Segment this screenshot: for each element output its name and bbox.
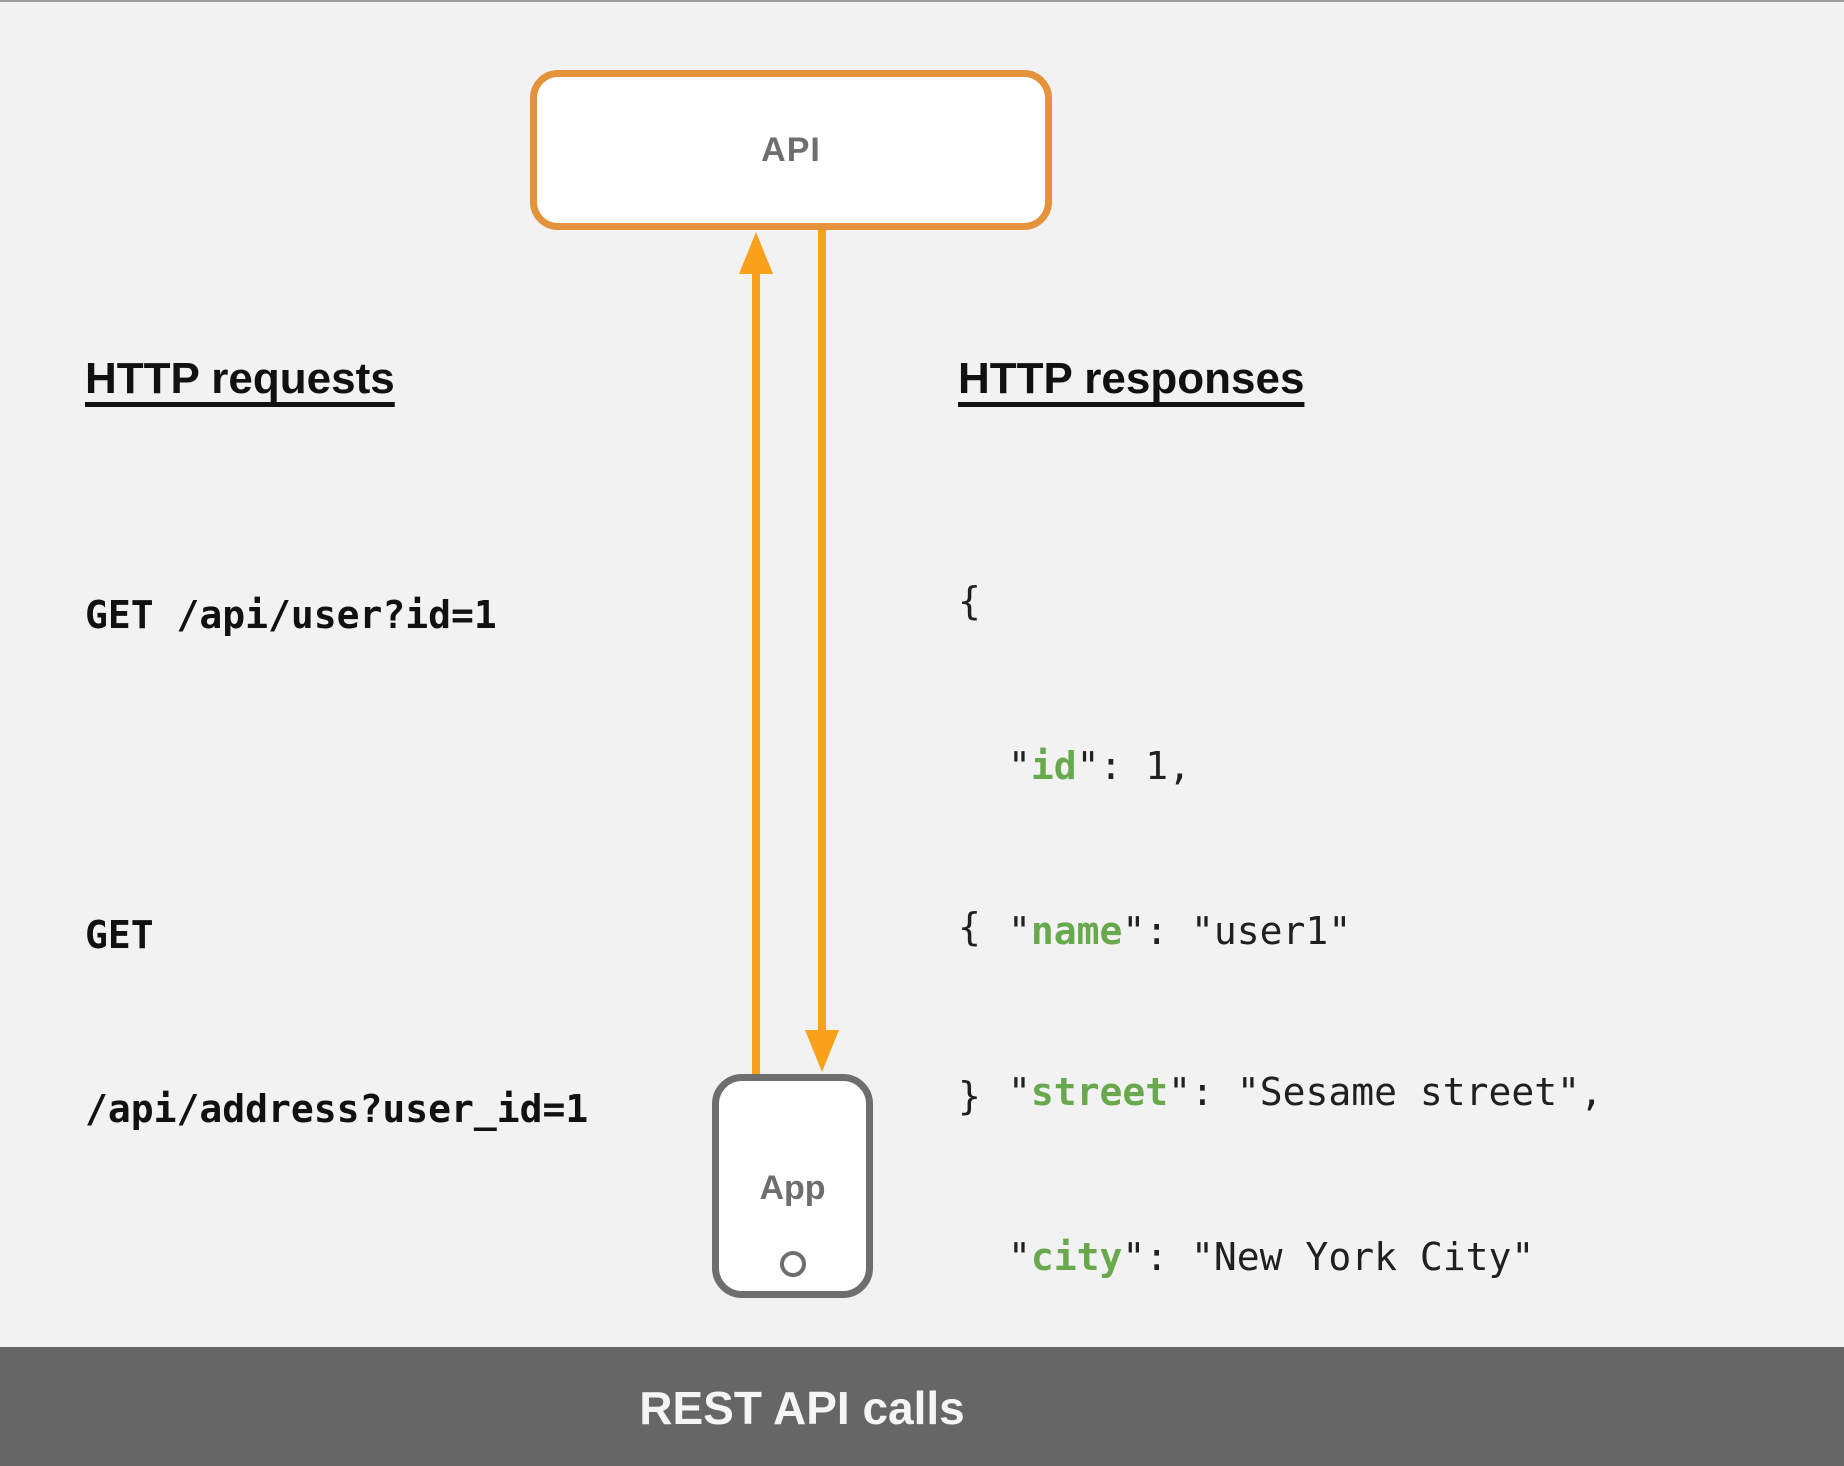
request-line: GET /api/user?id=1 [85, 593, 497, 637]
json-open-brace: { [958, 579, 981, 623]
json-row: "city": "New York City" [958, 1230, 1603, 1285]
json-row: "id": 1, [958, 739, 1351, 794]
request-arrow-line [752, 266, 760, 1074]
response-json-address: { "street": "Sesame street", "city": "Ne… [958, 790, 1603, 1466]
json-punct: ": [1122, 909, 1192, 953]
request-get-address: GET /api/address?user_id=1 [85, 790, 588, 1254]
json-row: "street": "Sesame street", [958, 1065, 1603, 1120]
json-value: "New York City" [1191, 1235, 1535, 1279]
json-punct: " [1008, 744, 1031, 788]
json-punct: " [1008, 1235, 1031, 1279]
http-requests-heading: HTTP requests [85, 354, 395, 403]
json-key: street [1030, 1070, 1169, 1114]
bottom-title-bar: REST API calls [0, 1347, 1844, 1466]
request-line: /api/address?user_id=1 [85, 1087, 589, 1131]
response-arrow-line [818, 230, 826, 1032]
json-key: id [1030, 744, 1077, 788]
json-punct: ": [1168, 1070, 1237, 1114]
json-punct: ": [1122, 1235, 1192, 1279]
json-punct: " [1008, 909, 1031, 953]
api-node: API [530, 70, 1052, 230]
response-arrowhead-icon [805, 1030, 839, 1072]
response-json-user: { "id": 1, "name": "user1" } [958, 464, 1351, 1234]
json-key: city [1030, 1235, 1123, 1279]
app-node: App [712, 1074, 873, 1298]
json-value: "Sesame street", [1236, 1070, 1603, 1114]
json-open-brace: { [958, 905, 981, 949]
diagram-title: REST API calls [639, 1381, 965, 1434]
json-value: "user1" [1191, 909, 1352, 953]
request-line: GET [85, 913, 154, 957]
api-node-label: API [761, 130, 821, 169]
request-get-user: GET /api/user?id=1 [85, 470, 497, 760]
http-responses-heading: HTTP responses [958, 354, 1305, 403]
json-row: "name": "user1" [958, 904, 1351, 959]
phone-home-button-icon [779, 1251, 806, 1277]
json-close-brace: } [958, 1074, 981, 1118]
json-key: name [1030, 909, 1123, 953]
json-punct: ": [1076, 744, 1146, 788]
app-node-label: App [759, 1169, 826, 1207]
json-value: 1, [1145, 744, 1192, 788]
json-punct: " [1008, 1070, 1031, 1114]
request-arrowhead-icon [739, 232, 773, 274]
